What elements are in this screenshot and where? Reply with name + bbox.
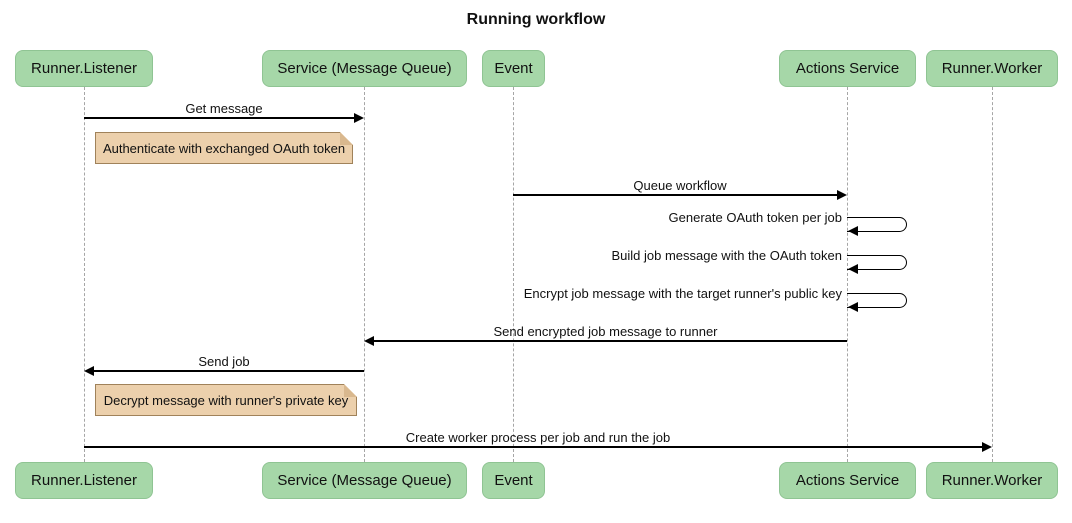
note-authenticate: Authenticate with exchanged OAuth token [95,132,353,164]
lifeline-event [513,87,514,462]
actor-event-bottom: Event [482,462,545,499]
message-send-encrypted-line [373,340,847,342]
message-get-message-line [84,117,355,119]
message-send-job-line [93,370,364,372]
arrowhead-left-icon [84,366,94,376]
actor-runner-worker-bottom: Runner.Worker [926,462,1058,499]
lifeline-service-mq [364,87,365,462]
self-message-build-job-label: Build job message with the OAuth token [611,248,842,263]
self-message-generate-oauth-loop [847,217,907,232]
message-queue-workflow-line [513,194,838,196]
arrowhead-left-icon [848,264,858,274]
actor-actions-service-bottom: Actions Service [779,462,916,499]
message-send-encrypted-label: Send encrypted job message to runner [493,324,718,339]
actor-label: Event [494,472,533,489]
note-decrypt: Decrypt message with runner's private ke… [95,384,357,416]
actor-service-mq-bottom: Service (Message Queue) [262,462,467,499]
self-message-encrypt-job-label: Encrypt job message with the target runn… [523,286,842,301]
lifeline-runner-listener [84,87,85,462]
actor-runner-listener-top: Runner.Listener [15,50,153,87]
message-create-worker-line [84,446,983,448]
arrowhead-right-icon [982,442,992,452]
self-message-encrypt-job-loop [847,293,907,308]
lifeline-actions-service [847,87,848,462]
arrowhead-left-icon [848,226,858,236]
note-text: Decrypt message with runner's private ke… [103,392,349,408]
actor-service-mq-top: Service (Message Queue) [262,50,467,87]
actor-label: Runner.Worker [941,472,1043,489]
self-message-generate-oauth-label: Generate OAuth token per job [668,210,842,225]
diagram-title: Running workflow [466,11,606,28]
actor-actions-service-top: Actions Service [779,50,916,87]
actor-label: Event [494,60,533,77]
actor-label: Actions Service [795,60,900,77]
actor-runner-worker-top: Runner.Worker [926,50,1058,87]
actor-event-top: Event [482,50,545,87]
actor-label: Runner.Listener [31,472,137,489]
actor-label: Runner.Worker [941,60,1043,77]
actor-label: Service (Message Queue) [277,60,452,77]
actor-label: Service (Message Queue) [277,472,452,489]
arrowhead-left-icon [848,302,858,312]
message-create-worker-label: Create worker process per job and run th… [405,430,671,445]
self-message-build-job-loop [847,255,907,270]
actor-runner-listener-bottom: Runner.Listener [15,462,153,499]
note-text: Authenticate with exchanged OAuth token [102,140,346,156]
lifeline-runner-worker [992,87,993,462]
message-queue-workflow-label: Queue workflow [633,178,727,193]
arrowhead-right-icon [354,113,364,123]
arrowhead-right-icon [837,190,847,200]
message-send-job-label: Send job [198,354,250,369]
actor-label: Actions Service [795,472,900,489]
message-get-message-label: Get message [185,101,263,116]
actor-label: Runner.Listener [31,60,137,77]
arrowhead-left-icon [364,336,374,346]
